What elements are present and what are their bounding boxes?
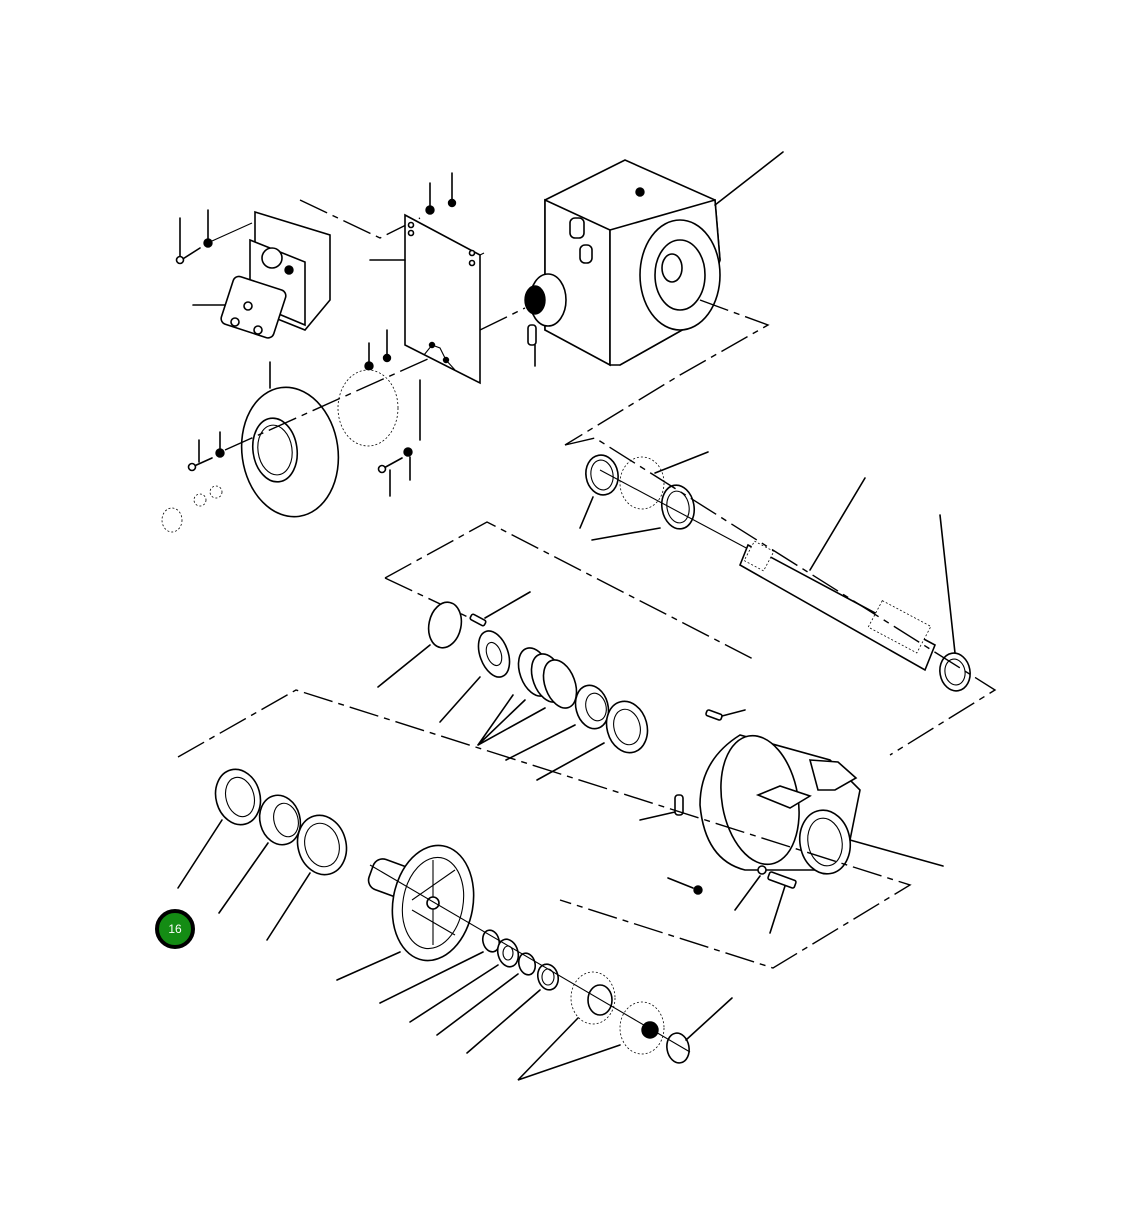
bearing-cap: [439, 630, 511, 723]
shim-pack: [477, 647, 578, 746]
bearing-cup-right: [266, 814, 348, 941]
brake-bolts: [161, 357, 431, 533]
differential-carrier: [336, 844, 475, 981]
side-gear: [570, 971, 616, 1025]
thrust-washer-lower: [591, 484, 696, 541]
callout-badge-16[interactable]: 16: [155, 909, 195, 949]
bearing-cup-mid: [536, 700, 649, 781]
spacer-ring: [436, 952, 537, 1036]
snap-ring-end: [666, 997, 733, 1064]
pinion-gear: [517, 1001, 665, 1081]
gearbox-housing: [524, 151, 784, 367]
tapered-roller-bearing-mid: [505, 684, 610, 761]
thrust-washer-small: [466, 963, 560, 1054]
motor-bolt: [175, 209, 253, 265]
hydraulic-motor: [192, 210, 331, 339]
adapter-plate: [369, 213, 485, 385]
snap-ring-lower: [379, 929, 501, 1004]
callout-label: 16: [168, 922, 182, 936]
plate-fasteners: [364, 172, 457, 441]
housing-fasteners: [667, 865, 797, 934]
spur-gear-upper: [619, 451, 709, 510]
cap-bolt: [469, 591, 531, 627]
brake-disc: [240, 361, 399, 518]
thrust-washer-upper: [579, 454, 619, 529]
axle-housing: [639, 709, 944, 875]
shaft-seal: [939, 514, 971, 692]
tapered-roller-bearing-left: [218, 794, 302, 914]
o-ring: [377, 601, 463, 688]
bearing-cup-left: [177, 768, 262, 889]
